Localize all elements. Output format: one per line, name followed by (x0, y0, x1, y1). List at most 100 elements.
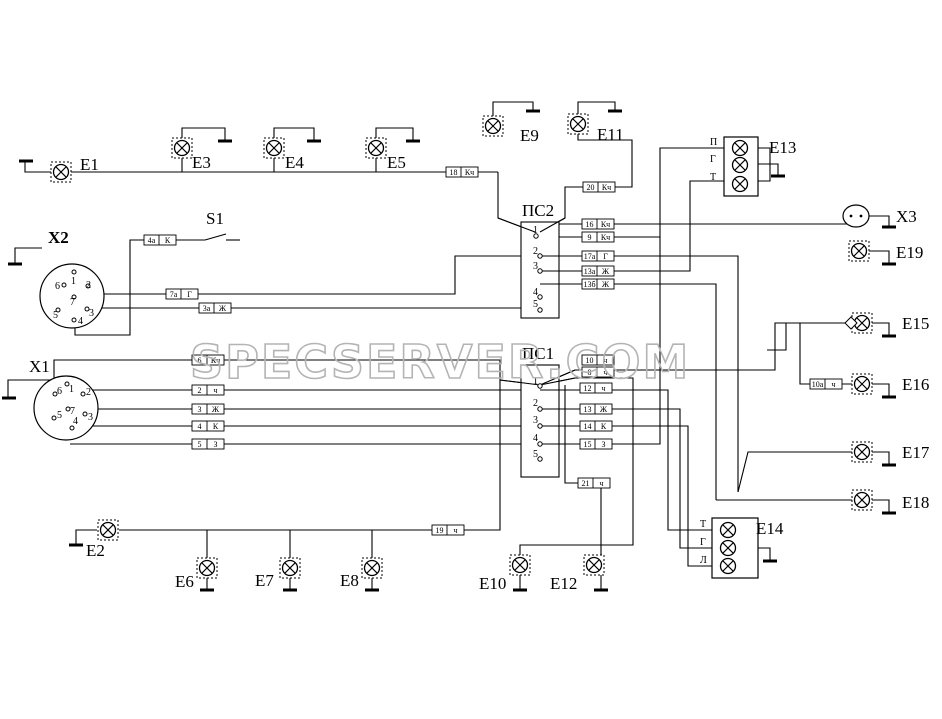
e13-pin-label: Т (710, 172, 716, 183)
svg-text:15: 15 (584, 440, 592, 449)
svg-text:Кч: Кч (601, 233, 610, 242)
lamp-e8-icon (361, 557, 383, 579)
x1-pin-label: 1 (69, 384, 74, 395)
x2-pin-label: 4 (78, 316, 83, 327)
svg-text:2: 2 (198, 386, 202, 395)
lamp-e16-icon (851, 373, 873, 395)
label-e6: E6 (175, 572, 194, 591)
svg-text:Г: Г (187, 290, 192, 299)
label-x3: X3 (896, 207, 917, 226)
lamp-e18-icon (851, 489, 873, 511)
e13-pin-label: Г (710, 154, 716, 165)
splice-icon (844, 316, 858, 330)
ps1-pin-label: 4 (533, 433, 538, 444)
label-e13: E13 (769, 138, 796, 157)
x1-pin-label: 2 (86, 387, 91, 398)
lamp-e3-icon (171, 137, 193, 159)
label-e4: E4 (285, 153, 304, 172)
wire-tag: 19 ч (431, 524, 465, 536)
label-e7: E7 (255, 571, 274, 590)
label-ps2: ПС2 (522, 201, 554, 220)
x1-pin-label: 6 (57, 386, 62, 397)
wire-tag: 16 Кч (581, 218, 615, 230)
svg-text:14: 14 (584, 422, 592, 431)
svg-text:ч: ч (453, 526, 457, 535)
svg-text:ч: ч (603, 368, 607, 377)
x2-pin-label: 6 (55, 281, 60, 292)
lamp-e7-icon (279, 557, 301, 579)
lamp-e19-icon (848, 240, 870, 262)
ps1-pin-label: 3 (533, 415, 538, 426)
lamp-e4-icon (263, 137, 285, 159)
ps2-pin-label: 3 (533, 261, 538, 272)
label-e9: E9 (520, 126, 539, 145)
label-ps1: ПС1 (522, 344, 554, 363)
label-e16: E16 (902, 375, 929, 394)
label-e8: E8 (340, 571, 359, 590)
wire-tag: 9 Кч (581, 231, 615, 243)
svg-text:20: 20 (587, 183, 595, 192)
ps2-pin-label: 2 (533, 246, 538, 257)
e14-pin-label: Т (700, 519, 706, 530)
wire-tag: 20 Кч (582, 181, 616, 193)
ps2-pin-label: 1 (533, 225, 538, 236)
x2-pin-label: 3 (89, 308, 94, 319)
svg-text:Кч: Кч (465, 168, 474, 177)
svg-text:9: 9 (588, 233, 592, 242)
x3-socket-icon (842, 204, 870, 228)
svg-text:З: З (601, 440, 605, 449)
svg-text:4а: 4а (148, 236, 156, 245)
x1-pin-label: 4 (73, 416, 78, 427)
svg-text:Ж: Ж (212, 405, 220, 414)
e14-block (711, 517, 759, 579)
svg-text:16: 16 (586, 220, 594, 229)
ps2-pin-label: 5 (533, 299, 538, 310)
svg-text:6: 6 (198, 356, 202, 365)
svg-text:К: К (165, 236, 171, 245)
x2-pin-label: 1 (71, 276, 76, 287)
label-e11: E11 (597, 125, 624, 144)
label-s1: S1 (206, 209, 224, 228)
svg-text:ч: ч (603, 356, 607, 365)
svg-text:13б: 13б (583, 280, 595, 289)
svg-text:Ж: Ж (602, 267, 610, 276)
svg-text:Кч: Кч (601, 220, 610, 229)
svg-text:8: 8 (588, 368, 592, 377)
label-x2: X2 (48, 228, 69, 247)
label-e12: E12 (550, 574, 577, 593)
svg-text:18: 18 (450, 168, 458, 177)
x2-pin-label: 7 (70, 297, 75, 308)
label-e10: E10 (479, 574, 506, 593)
svg-text:19: 19 (436, 526, 444, 535)
label-e2: E2 (86, 541, 105, 560)
lamp-e2-icon (97, 519, 119, 541)
svg-text:Ж: Ж (219, 304, 227, 313)
lamp-e9-icon (482, 115, 504, 137)
svg-text:13: 13 (584, 405, 592, 414)
e13-pin-label: П (710, 137, 717, 148)
svg-text:10а: 10а (812, 380, 824, 389)
label-e19: E19 (896, 243, 923, 262)
svg-text:Кч: Кч (602, 183, 611, 192)
lamp-e10-icon (509, 554, 531, 576)
wire-tag: 4а К (143, 234, 177, 246)
label-e3: E3 (192, 153, 211, 172)
pin-labels: 1 2 3 4 5 1 2 3 4 5 1 2 3 4 5 6 7 1 2 3 … (53, 137, 717, 566)
x1-pin-label: 7 (70, 406, 75, 417)
svg-text:Ж: Ж (600, 405, 608, 414)
ground-symbols (2, 109, 896, 592)
label-e15: E15 (902, 314, 929, 333)
svg-text:ч: ч (213, 386, 217, 395)
svg-text:17а: 17а (584, 252, 596, 261)
